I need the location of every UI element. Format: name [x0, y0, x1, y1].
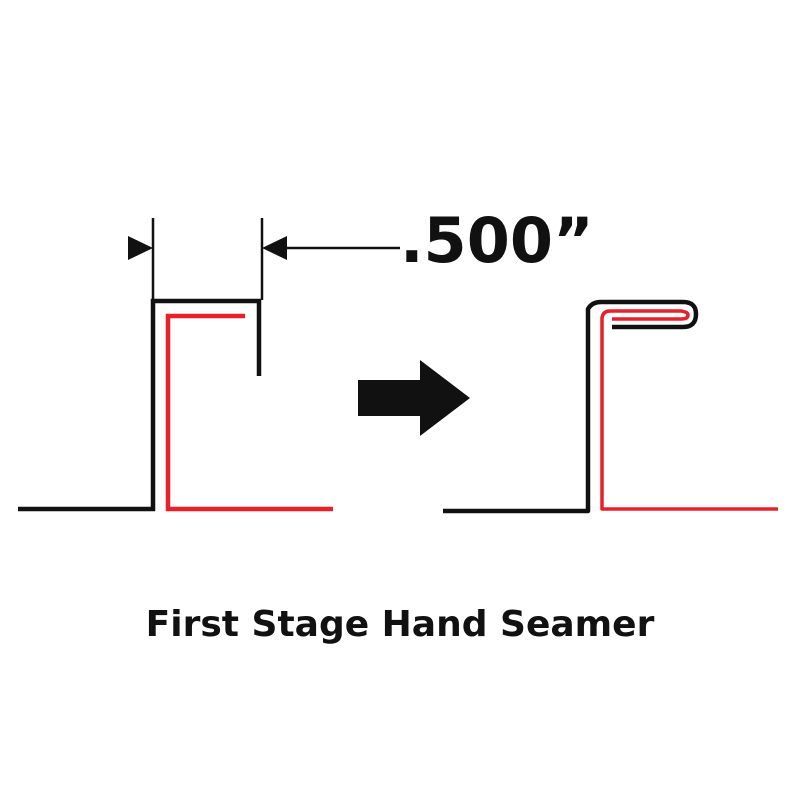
dimension-arrow-left	[128, 236, 153, 260]
right-seam-outer-panel	[443, 299, 699, 514]
right-seam-inner-panel	[600, 309, 778, 511]
dimension-label: .500”	[400, 204, 594, 277]
left-seam-inner-panel	[165, 313, 333, 512]
dimension-arrow-right	[262, 236, 287, 260]
diagram-caption: First Stage Hand Seamer	[145, 604, 655, 645]
left-seam-outer-panel	[18, 298, 262, 512]
process-arrow-icon	[358, 360, 470, 436]
